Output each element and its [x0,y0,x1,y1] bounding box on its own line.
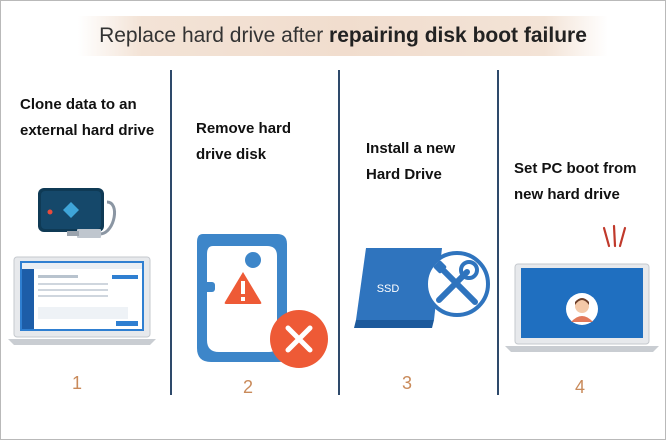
divider-3 [497,70,499,395]
usb-cable-icon [67,200,117,238]
close-icon [270,310,328,368]
laptop-icon [8,256,156,345]
step-2-label: Remove hard drive disk [196,120,292,163]
step-4-label: Set PC boot from new hard drive [514,160,637,203]
title-banner: Replace hard drive after repairing disk … [78,16,608,56]
step-1-label: Clone data to an external hard drive [20,96,155,139]
ssd-label: SSD [377,283,400,295]
step-2-number: 2 [243,377,254,397]
warning-icon [224,272,262,304]
tools-icon [424,251,490,317]
ssd-icon: SSD [354,248,442,328]
divider-1 [170,70,172,395]
title-prefix: Replace hard drive after [99,24,330,47]
step-1-number: 1 [72,373,83,393]
step-4-number: 4 [575,377,586,397]
attention-marks [602,224,627,248]
divider-2 [338,70,340,395]
user-avatar-icon [566,293,598,325]
diagram-title: Replace hard drive after repairing disk … [78,16,608,56]
step-3-label: Install a new Hard Drive [366,140,456,183]
title-bold: repairing disk boot failure [329,24,587,47]
external-hard-drive-icon [38,188,104,232]
step-3-number: 3 [402,373,413,393]
